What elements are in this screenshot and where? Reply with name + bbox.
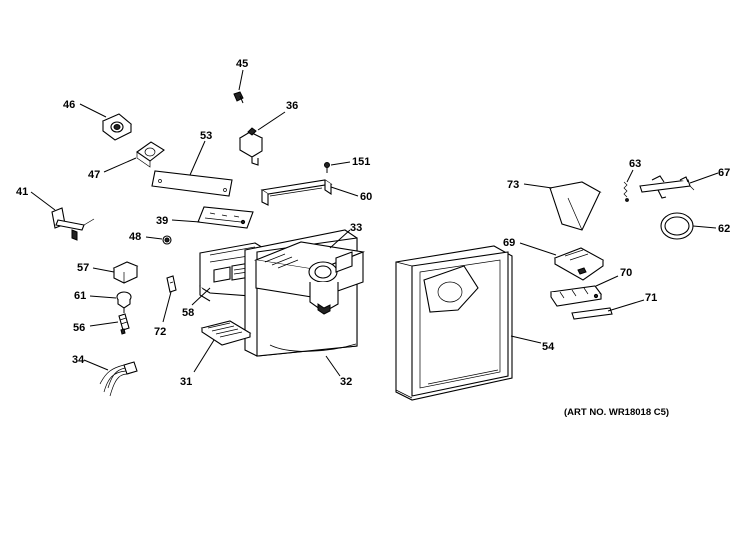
callout-46: 46 <box>63 99 75 111</box>
part-39-control-board <box>197 206 254 229</box>
leader-69 <box>519 242 557 256</box>
callout-67: 67 <box>718 167 730 179</box>
leader-73 <box>523 183 553 189</box>
part-34-wire-harness <box>99 361 138 397</box>
callout-73: 73 <box>507 179 519 191</box>
leader-32 <box>325 355 341 377</box>
leader-63 <box>626 169 634 183</box>
callout-32: 32 <box>340 376 352 388</box>
part-61-thermostat <box>116 291 132 313</box>
callout-72: 72 <box>154 326 166 338</box>
part-73-chute <box>548 181 602 231</box>
callout-60: 60 <box>360 191 372 203</box>
callout-47: 47 <box>88 169 100 181</box>
leader-56 <box>89 321 119 327</box>
callout-45: 45 <box>236 58 248 70</box>
leader-47 <box>103 157 137 173</box>
art-number: (ART NO. WR18018 C5) <box>564 407 669 418</box>
callout-70: 70 <box>620 267 632 279</box>
callout-33: 33 <box>350 222 362 234</box>
leader-70 <box>595 275 619 287</box>
part-69-door-flap <box>553 247 605 281</box>
part-63-spring <box>623 181 629 202</box>
leader-61 <box>89 295 117 299</box>
part-41-switch <box>51 207 95 241</box>
callout-151: 151 <box>352 156 370 168</box>
leader-31 <box>193 339 215 373</box>
part-32-dispenser-housing <box>244 229 366 357</box>
callout-34: 34 <box>72 354 85 366</box>
part-70-hinge-bracket <box>550 285 602 307</box>
callout-36: 36 <box>286 100 298 112</box>
part-54-recess-panel <box>395 245 513 401</box>
leader-46 <box>79 103 107 118</box>
leader-54 <box>510 335 542 344</box>
leader-45 <box>238 69 244 91</box>
part-53-cover-plate <box>151 170 233 197</box>
leader-41 <box>30 191 56 211</box>
callout-58: 58 <box>182 307 194 319</box>
part-46-knob <box>102 113 132 141</box>
leader-33 <box>329 229 351 249</box>
part-47-bracket <box>136 141 165 168</box>
part-31-drip-tray <box>200 320 252 346</box>
part-45-screw <box>233 91 244 104</box>
callout-39: 39 <box>156 215 168 227</box>
callout-56: 56 <box>73 322 85 334</box>
callout-63: 63 <box>629 158 641 170</box>
leader-72 <box>162 291 172 323</box>
part-60-actuator-bar <box>260 179 333 206</box>
leader-71 <box>607 299 645 312</box>
leader-151 <box>330 161 351 166</box>
part-48-grommet <box>162 235 172 245</box>
leader-53 <box>189 140 206 176</box>
part-67-lever <box>639 175 695 199</box>
callout-41: 41 <box>16 186 28 198</box>
callout-61: 61 <box>74 290 86 302</box>
callout-57: 57 <box>77 262 89 274</box>
leader-48 <box>145 236 163 240</box>
part-71-pad <box>571 307 613 320</box>
callout-48: 48 <box>129 231 141 243</box>
part-57-relay <box>112 261 139 284</box>
leader-67 <box>689 172 719 184</box>
leader-36 <box>257 111 286 131</box>
leader-62 <box>692 225 717 229</box>
leader-39 <box>171 219 201 223</box>
leader-60 <box>330 186 359 197</box>
part-151-screw <box>324 162 330 173</box>
callout-53: 53 <box>200 130 212 142</box>
callout-69: 69 <box>503 237 515 249</box>
callout-54: 54 <box>542 341 555 353</box>
part-62-ring <box>660 212 694 240</box>
callout-31: 31 <box>180 376 192 388</box>
leader-34 <box>83 359 109 371</box>
leader-57 <box>92 267 115 273</box>
part-72-clip <box>166 275 177 293</box>
callout-62: 62 <box>718 223 730 235</box>
part-36-solenoid <box>238 127 264 166</box>
part-56-fuse <box>118 313 130 335</box>
leader-58 <box>191 287 211 306</box>
callout-71: 71 <box>645 292 657 304</box>
